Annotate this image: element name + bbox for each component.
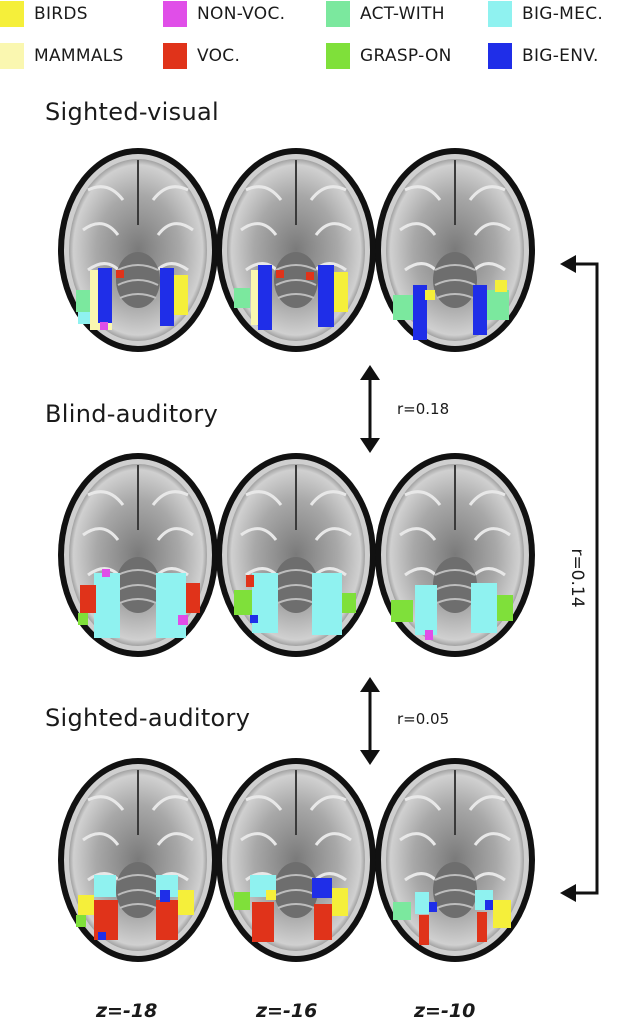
legend: BIRDS NON-VOC. ACT-WITH BIG-MEC. MAMMALS… [0, 0, 617, 80]
legend-label: MAMMALS [34, 46, 124, 66]
row-title-blind-auditory: Blind-auditory [45, 400, 219, 428]
brain-slice [373, 756, 537, 964]
correlation-sv-ba: r=0.18 [397, 400, 450, 418]
row-sighted-visual [56, 146, 537, 354]
double-arrow-icon [360, 365, 380, 453]
legend-swatch [488, 1, 512, 27]
brain-slice [56, 756, 220, 964]
legend-swatch [326, 1, 350, 27]
brain-slice [373, 146, 537, 354]
legend-swatch [488, 43, 512, 69]
legend-item-birds: BIRDS [0, 1, 88, 27]
legend-label: ACT-WITH [360, 4, 445, 24]
arrow-head-icon [560, 884, 576, 902]
bracket-arrow-icon [572, 262, 599, 895]
correlation-sv-sa: r=0.14 [567, 548, 587, 608]
legend-label: VOC. [197, 46, 241, 66]
slice-label: z=-16 [256, 1000, 318, 1022]
brain-slice [214, 756, 378, 964]
legend-label: BIG-MEC. [522, 4, 604, 24]
double-arrow-icon [360, 677, 380, 765]
row-title-sighted-auditory: Sighted-auditory [45, 704, 251, 732]
brain-slice [214, 451, 378, 659]
row-blind-auditory [56, 451, 537, 659]
legend-item-act-with: ACT-WITH [326, 1, 445, 27]
legend-item-non-voc: NON-VOC. [163, 1, 285, 27]
legend-swatch [0, 43, 24, 69]
legend-swatch [163, 1, 187, 27]
legend-swatch [163, 43, 187, 69]
row-title-sighted-visual: Sighted-visual [45, 98, 219, 126]
legend-label: BIRDS [34, 4, 88, 24]
brain-slice [56, 146, 220, 354]
legend-swatch [326, 43, 350, 69]
legend-item-mammals: MAMMALS [0, 43, 124, 69]
legend-label: BIG-ENV. [522, 46, 599, 66]
correlation-ba-sa: r=0.05 [397, 710, 450, 728]
arrow-head-icon [560, 255, 576, 273]
slice-label: z=-18 [96, 1000, 158, 1022]
legend-item-big-mec: BIG-MEC. [488, 1, 603, 27]
brain-slice [373, 451, 537, 659]
legend-item-grasp-on: GRASP-ON [326, 43, 452, 69]
brain-slice [56, 451, 220, 659]
legend-label: NON-VOC. [197, 4, 286, 24]
row-sighted-auditory [56, 756, 537, 964]
legend-item-voc: VOC. [163, 43, 240, 69]
legend-swatch [0, 1, 24, 27]
brain-slice [214, 146, 378, 354]
legend-item-big-env: BIG-ENV. [488, 43, 599, 69]
legend-label: GRASP-ON [360, 46, 452, 66]
slice-label: z=-10 [414, 1000, 476, 1022]
